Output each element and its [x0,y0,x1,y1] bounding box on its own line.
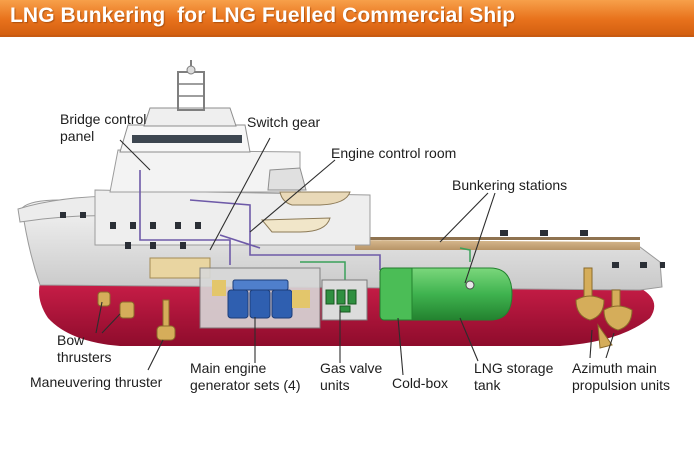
maneuvering-thruster-label: Maneuvering thruster [30,374,163,390]
title-banner: LNG Bunkering for LNG Fuelled Commercial… [0,0,694,37]
maneuvering-thruster-art [156,299,176,341]
bridge-windows [132,135,242,143]
main-engine-generator-sets-label: Main engine generator sets (4) [190,360,301,393]
bunkering-stations-label: Bunkering stations [452,177,568,193]
azimuth-main-propulsion-units-label: Azimuth main propulsion units [572,360,671,393]
switch-gear-label: Switch gear [247,114,321,130]
aft-deck [355,240,640,250]
bridge-control-panel-label: Bridge control panel [60,111,147,144]
gas-valve-units-art [325,289,357,313]
funnel [267,167,307,191]
azimuth-propulsion-art [575,267,633,349]
mast [177,71,205,111]
gas-valve-units-label: Gas valve units [320,360,383,393]
engine-control-room-label: Engine control room [331,145,457,161]
leader-lines [95,137,615,376]
engine-fittings [212,280,310,308]
page-title: LNG Bunkering for LNG Fuelled Commercial… [10,4,516,27]
cold-box-label: Cold-box [392,375,449,391]
lng-tank-art [411,267,513,321]
aft-deck-rail [355,237,640,240]
lng-storage-tank-label: LNG storage tank [474,360,554,393]
hull-windows [60,212,665,268]
lifeboat [279,191,351,206]
generator-sets [227,279,293,319]
cold-box-art [379,267,417,321]
rescue-boat [260,217,331,233]
fuel-gas-piping [139,170,381,270]
bow-thrusters-art [97,291,135,319]
bow-thrusters-label: Bow thrusters [57,332,112,365]
